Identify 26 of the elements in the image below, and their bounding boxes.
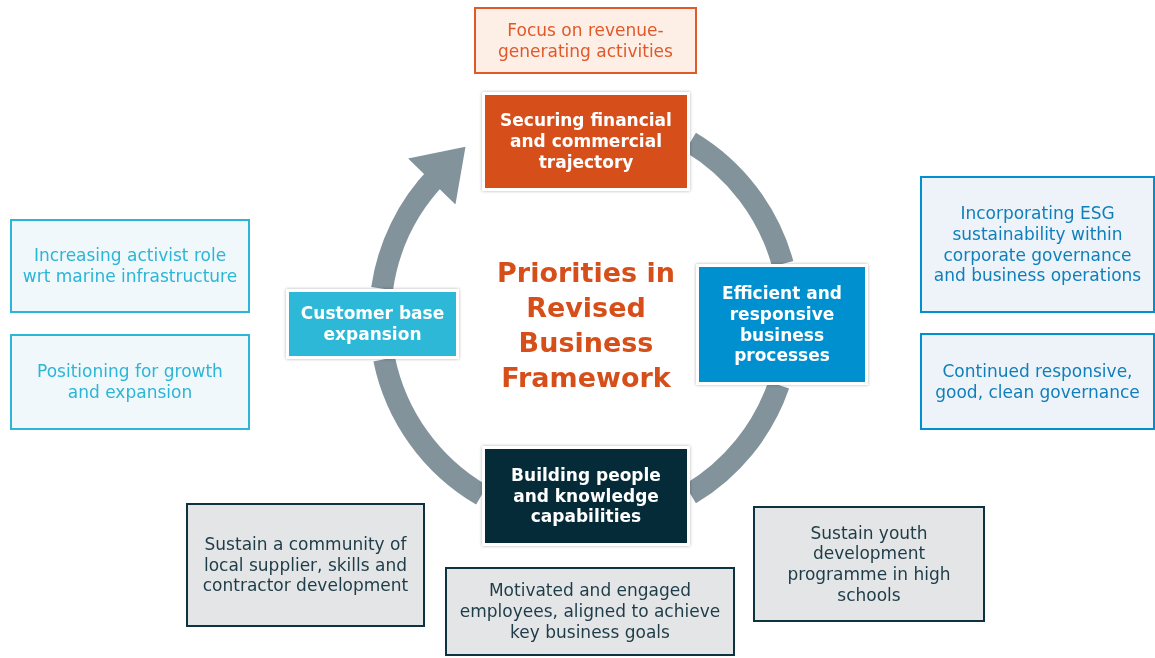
box-text: Sustain youth development programme in high schools	[786, 522, 952, 606]
box-text: Sustain a community of local supplier, skills and contractor development	[201, 533, 410, 597]
note-box	[186, 503, 425, 627]
box-text: Incorporating ESG sustainability within corporate governance and business operations	[932, 203, 1143, 286]
note-box	[10, 219, 250, 313]
box-text: Focus on revenue-generating activities	[497, 19, 674, 62]
priority-box	[482, 92, 690, 191]
note-box	[10, 334, 250, 430]
note-box	[753, 506, 985, 622]
note-box	[445, 567, 735, 656]
box-text: Customer base expansion	[299, 303, 446, 345]
box-text: Continued responsive, good, clean governance	[934, 360, 1141, 403]
note-box	[920, 333, 1155, 430]
priority-box	[286, 289, 459, 359]
box-text: Increasing activist role wrt marine infrastructure	[21, 245, 239, 287]
priority-box	[482, 446, 690, 546]
box-text: Securing financial and commercial trajectory	[499, 110, 673, 173]
box-text: Positioning for growth and expansion	[36, 361, 224, 403]
note-box	[920, 176, 1155, 313]
box-text: Motivated and engaged employees, aligned to achieve key business goals	[458, 580, 722, 643]
box-text: Building people and knowledge capabilities	[510, 464, 662, 528]
diagram-title: Priorities in Revised Business Framework	[496, 256, 676, 396]
priority-box	[696, 264, 868, 385]
note-box	[474, 7, 697, 74]
cycle-arrow	[371, 145, 464, 291]
box-text: Efficient and responsive business processes	[721, 283, 843, 366]
